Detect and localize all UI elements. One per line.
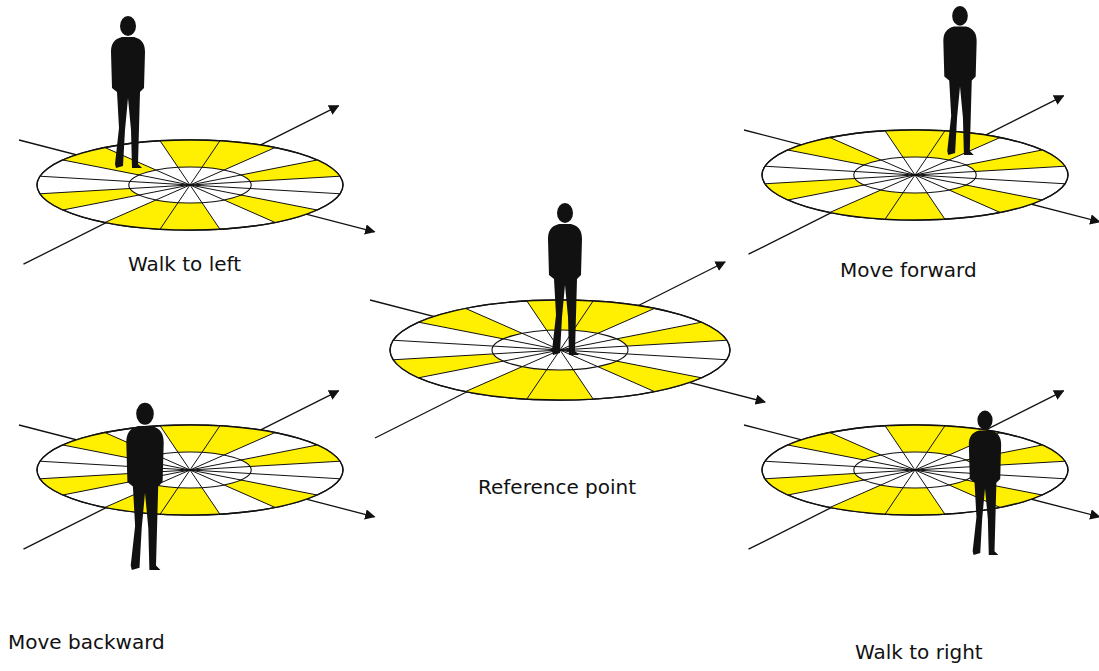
caption-label: Walk to left [128, 252, 241, 276]
sensor-floor [370, 203, 765, 438]
sector-line [765, 166, 1065, 184]
floor-outer [762, 425, 1068, 515]
sensor-pad [617, 322, 727, 346]
sensor-pad [788, 433, 881, 460]
sector-line [40, 461, 340, 479]
caption-label: Move forward [840, 258, 977, 282]
floor-outline [762, 130, 1068, 220]
person-silhouette [548, 203, 582, 355]
sector-line [765, 461, 1065, 479]
sensor-floor [744, 391, 1099, 555]
person-body [969, 431, 1001, 555]
sensor-pad [393, 354, 503, 378]
axis-arrow [744, 425, 1099, 517]
axis-arrow [744, 130, 1099, 222]
sector-line [40, 176, 340, 194]
person-head [977, 411, 992, 430]
sensor-floor [744, 6, 1099, 254]
sensor-pad [224, 195, 317, 222]
sensor-pad [419, 308, 523, 339]
person-head [557, 203, 573, 223]
person-head [952, 6, 968, 26]
sensor-pad [949, 185, 1042, 212]
person-body [126, 426, 163, 570]
sector-line [40, 176, 340, 194]
person-silhouette [126, 403, 163, 570]
person-body [111, 37, 145, 168]
person-silhouette [111, 16, 145, 168]
floor-outline [37, 140, 343, 230]
inner-ring [854, 157, 976, 193]
person-silhouette [943, 6, 976, 155]
person-silhouette [969, 411, 1001, 555]
axis-arrow [19, 140, 375, 232]
floor-outer [762, 130, 1068, 220]
floor-outline [762, 425, 1068, 515]
person-body [943, 27, 976, 155]
sensor-pad [224, 480, 317, 507]
axis-arrow [19, 425, 375, 517]
person-head [120, 16, 136, 36]
caption-label: Move backward [8, 630, 165, 654]
person-head [136, 403, 154, 425]
inner-ring [129, 167, 251, 203]
floor-outer [37, 425, 343, 515]
caption-label: Reference point [478, 475, 636, 499]
floor-outline [37, 425, 343, 515]
sector-line [765, 461, 1065, 479]
inner-ring [854, 452, 976, 488]
sensor-floor [19, 16, 375, 264]
person-body [548, 224, 582, 355]
axis-arrow [370, 300, 765, 402]
sector-line [765, 166, 1065, 184]
floor-outer [37, 140, 343, 230]
sector-line [40, 461, 340, 479]
sensor-pad [788, 138, 881, 165]
sensor-pad [63, 148, 156, 175]
sensor-floor [19, 391, 375, 570]
sensor-pad [598, 361, 702, 392]
caption-label: Walk to right [855, 640, 983, 664]
